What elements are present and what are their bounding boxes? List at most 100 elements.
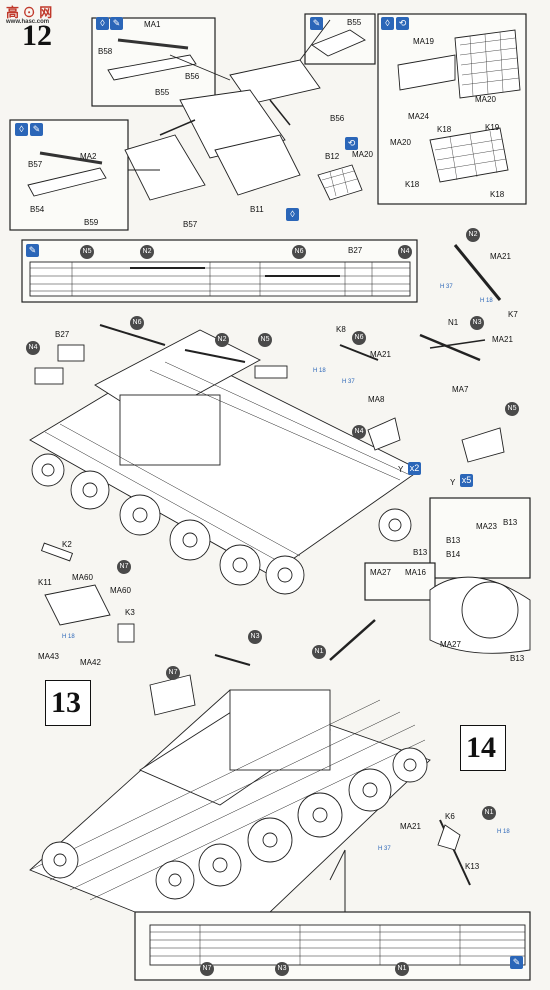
part-label: N5	[505, 402, 519, 416]
part-label: MA21	[490, 252, 511, 261]
part-label: N6	[352, 331, 366, 345]
part-label: MA16	[405, 568, 426, 577]
part-label: K8	[336, 325, 346, 334]
part-label: B13	[446, 536, 461, 545]
part-label: K18	[437, 125, 452, 134]
step-14-box: 14	[460, 725, 506, 771]
part-label: N2	[215, 333, 229, 347]
part-label: MA20	[352, 150, 373, 159]
paint-callout: H 18	[62, 634, 75, 640]
part-label: B13	[413, 548, 428, 557]
part-label: MA43	[38, 652, 59, 661]
part-label: N1	[395, 962, 409, 976]
part-label: N3	[470, 316, 484, 330]
part-label: N5	[80, 245, 94, 259]
glue-icon: ◊	[286, 208, 299, 221]
paint-callout: H 37	[440, 284, 453, 290]
part-label: K18	[490, 190, 505, 199]
part-label: N1	[312, 645, 326, 659]
part-label: B57	[28, 160, 43, 169]
part-label: B55	[347, 18, 362, 27]
part-label: N4	[352, 425, 366, 439]
part-label: Y	[398, 465, 404, 474]
part-label: N7	[117, 560, 131, 574]
part-label: B55	[155, 88, 170, 97]
part-label: MA60	[72, 573, 93, 582]
part-label: B14	[446, 550, 461, 559]
part-label: B13	[510, 654, 525, 663]
part-label: MA21	[370, 350, 391, 359]
part-label: B11	[250, 205, 264, 214]
part-label: N4	[398, 245, 412, 259]
paint-callout: H 37	[378, 846, 391, 852]
part-label: K18	[405, 180, 420, 189]
part-label: K13	[465, 862, 480, 871]
watermark-url: www.hasc.com	[6, 19, 50, 25]
part-label: MA23	[476, 522, 497, 531]
part-label: B56	[185, 72, 200, 81]
step-14-number: 14	[466, 731, 496, 764]
step-13-number: 13	[51, 686, 81, 719]
watermark-title: 高 ⊙ 网	[6, 5, 53, 20]
glue-icon: ◊	[96, 17, 109, 30]
part-label: N4	[26, 341, 40, 355]
part-label: K6	[445, 812, 455, 821]
flip-icon: ⟲	[396, 17, 409, 30]
part-label: MA24	[408, 112, 429, 121]
part-label: B27	[55, 330, 70, 339]
flip-icon: ⟲	[345, 137, 358, 150]
part-label: B12	[325, 152, 340, 161]
part-label: N5	[258, 333, 272, 347]
part-label: N1	[448, 318, 459, 327]
step-13-box: 13	[45, 680, 91, 726]
part-label: B54	[30, 205, 45, 214]
paint-callout: H 37	[342, 379, 355, 385]
paint-icon: ✎	[110, 17, 123, 30]
part-label: N1	[482, 806, 496, 820]
part-label: B59	[84, 218, 99, 227]
part-label: B58	[98, 47, 113, 56]
part-label: K3	[125, 608, 135, 617]
paint-callout: H 18	[480, 298, 493, 304]
part-label: MA8	[368, 395, 385, 404]
part-label: MA27	[440, 640, 461, 649]
part-label: B13	[503, 518, 518, 527]
part-label: B57	[183, 220, 198, 229]
paint-icon: ✎	[310, 17, 323, 30]
part-label: K2	[62, 540, 72, 549]
part-label: N2	[140, 245, 154, 259]
glue-icon: ◊	[381, 17, 394, 30]
quantity-badge: x2	[408, 462, 421, 475]
quantity-badge: x5	[460, 474, 473, 487]
part-label: MA2	[80, 152, 97, 161]
part-label: N3	[275, 962, 289, 976]
paint-callout: H 18	[313, 368, 326, 374]
part-label: MA19	[413, 37, 434, 46]
part-label: MA1	[144, 20, 161, 29]
part-label: N6	[292, 245, 306, 259]
part-label: K11	[38, 578, 52, 587]
part-label: MA20	[390, 138, 411, 147]
part-label: K19	[485, 123, 500, 132]
part-label: N2	[466, 228, 480, 242]
part-label: N7	[166, 666, 180, 680]
part-label: B27	[348, 246, 363, 255]
part-label: MA60	[110, 586, 131, 595]
part-label: MA21	[492, 335, 513, 344]
part-label: N6	[130, 316, 144, 330]
part-label: K7	[508, 310, 518, 319]
part-label: Y	[450, 478, 456, 487]
paint-icon: ✎	[510, 956, 523, 969]
glue-icon: ◊	[15, 123, 28, 136]
paint-callout: H 18	[497, 829, 510, 835]
part-label: B56	[330, 114, 345, 123]
part-label: MA7	[452, 385, 469, 394]
part-label: N7	[200, 962, 214, 976]
part-label: MA27	[370, 568, 391, 577]
part-label: MA21	[400, 822, 421, 831]
paint-icon: ✎	[26, 244, 39, 257]
part-label: MA42	[80, 658, 101, 667]
paint-icon: ✎	[30, 123, 43, 136]
